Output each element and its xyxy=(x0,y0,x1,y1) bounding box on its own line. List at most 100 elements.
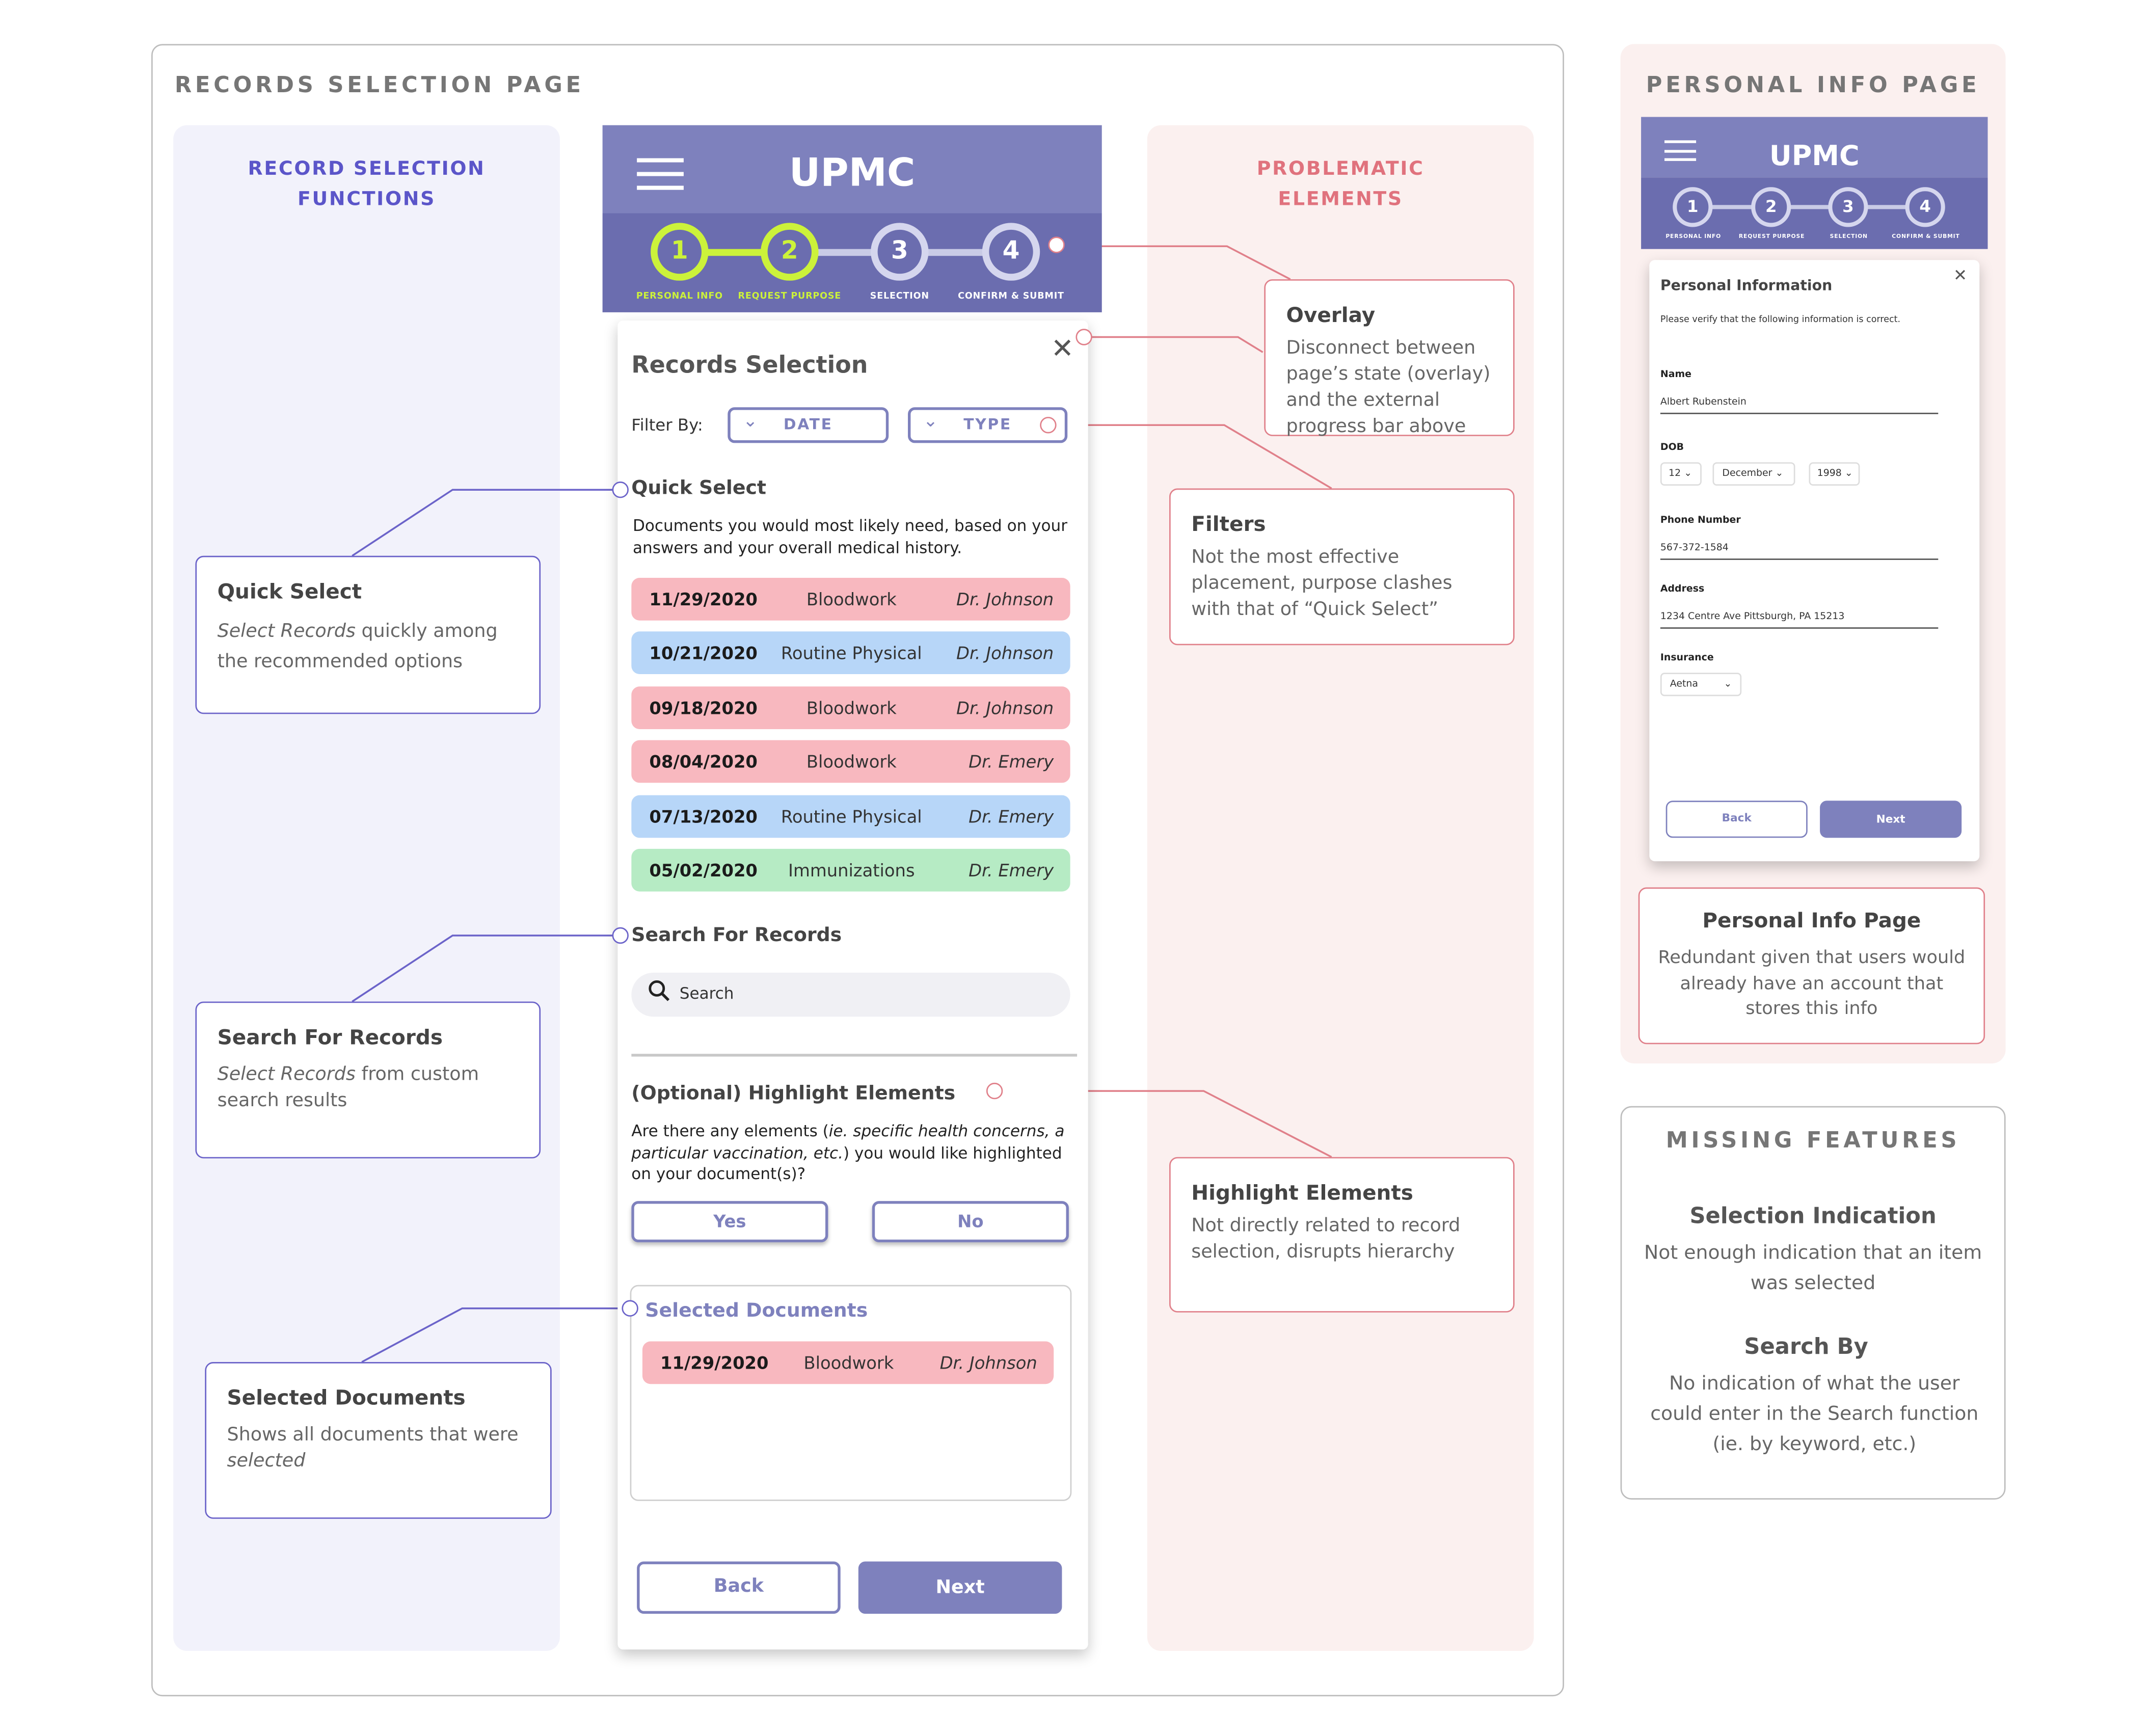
overlay-marker xyxy=(1048,236,1065,253)
search-records-callout: Search For Records Select Records from c… xyxy=(195,1001,541,1159)
brand-logo: UPMC xyxy=(789,150,916,196)
personal-info-callout: Personal Info Page Redundant given that … xyxy=(1638,887,1985,1045)
step-3-circle: 3 xyxy=(871,223,929,281)
personal-subtitle: Please verify that the following informa… xyxy=(1660,313,1901,325)
quick-select-description: Documents you would most likely need, ba… xyxy=(633,516,1067,557)
chevron-down-icon: ⌄ xyxy=(923,411,938,432)
missing-features-title: MISSING FEATURES xyxy=(1665,1127,1960,1153)
highlight-elements-callout: Highlight Elements Not directly related … xyxy=(1169,1157,1515,1313)
record-date: 10/21/2020 xyxy=(649,643,758,664)
functions-column-heading: RECORD SELECTION FUNCTIONS xyxy=(248,158,486,211)
close-marker xyxy=(1076,329,1092,345)
overlay-callout: Overlay Disconnect between page’s state … xyxy=(1264,279,1515,438)
filter-date-label: DATE xyxy=(783,415,833,434)
step-1-circle: 1 xyxy=(651,223,709,281)
hamburger-icon[interactable] xyxy=(637,158,684,190)
insurance-label: Insurance xyxy=(1660,652,1714,663)
filter-type-label: TYPE xyxy=(963,415,1012,434)
next-button[interactable]: Next xyxy=(858,1561,1062,1614)
selected-title: Selected Documents xyxy=(645,1300,868,1322)
filters-callout: Filters Not the most effective placement… xyxy=(1169,488,1515,646)
record-date: 08/04/2020 xyxy=(649,751,758,772)
search-input[interactable]: Search xyxy=(631,972,1070,1017)
name-label: Name xyxy=(1660,368,1691,380)
search-title: Search For Records xyxy=(631,924,842,947)
record-type: Bloodwork xyxy=(806,589,897,610)
close-icon[interactable]: ✕ xyxy=(1051,331,1074,365)
record-row[interactable]: 08/04/2020 Bloodwork Dr. Emery xyxy=(631,740,1070,783)
personal-page-title: PERSONAL INFO PAGE xyxy=(1646,71,1980,98)
personal-step-3-label: SELECTION xyxy=(1830,232,1868,239)
filter-type-dropdown[interactable]: ⌄ TYPE xyxy=(908,407,1068,443)
records-page-title: RECORDS SELECTION PAGE xyxy=(174,71,584,98)
dob-day-select[interactable]: 12 ⌄ xyxy=(1660,462,1702,486)
close-icon[interactable]: ✕ xyxy=(1953,265,1968,285)
no-button[interactable]: No xyxy=(872,1201,1069,1243)
personal-info-sheet xyxy=(1649,260,1980,862)
missing-features-frame xyxy=(1620,1106,2006,1500)
selected-record-row[interactable]: 11/29/2020 Bloodwork Dr. Johnson xyxy=(642,1341,1054,1384)
step-2-circle: 2 xyxy=(761,223,819,281)
personal-step-1: 1 xyxy=(1673,187,1713,227)
record-date: 09/18/2020 xyxy=(649,697,758,718)
missing-feature-1-text: Not enough indication that an item was s… xyxy=(1644,1242,1982,1295)
search-icon xyxy=(648,979,670,1001)
divider xyxy=(631,1054,1078,1056)
missing-feature-1-title: Selection Indication xyxy=(1689,1202,1937,1229)
back-button[interactable]: Back xyxy=(637,1561,841,1614)
step-4-circle: 4 xyxy=(982,223,1040,281)
record-doctor: Dr. Johnson xyxy=(956,697,1054,718)
personal-step-2: 2 xyxy=(1751,187,1791,227)
personal-next-button[interactable]: Next xyxy=(1820,800,1962,838)
highlight-question: Are there any elements (ie. specific hea… xyxy=(631,1121,1065,1184)
selected-documents-panel xyxy=(630,1285,1072,1501)
app-header: UPMC xyxy=(602,125,1102,213)
dob-year-select[interactable]: 1998 ⌄ xyxy=(1809,462,1860,486)
record-date: 11/29/2020 xyxy=(649,589,758,610)
record-type: Routine Physical xyxy=(781,806,922,826)
address-label: Address xyxy=(1660,583,1705,595)
record-type: Bloodwork xyxy=(806,751,897,772)
name-field[interactable]: Albert Rubenstein xyxy=(1660,396,1939,414)
personal-progress-bar: 1 2 3 4 PERSONAL INFO REQUEST PURPOSE SE… xyxy=(1641,177,1988,249)
record-type: Immunizations xyxy=(788,860,915,881)
filters-marker xyxy=(1040,417,1057,434)
record-date: 05/02/2020 xyxy=(649,860,758,881)
insurance-select[interactable]: Aetna⌄ xyxy=(1660,673,1742,697)
yes-button[interactable]: Yes xyxy=(631,1201,828,1243)
filter-date-dropdown[interactable]: ⌄ DATE xyxy=(728,407,889,443)
step-1-label: PERSONAL INFO xyxy=(636,290,723,302)
personal-step-2-label: REQUEST PURPOSE xyxy=(1738,232,1805,239)
missing-feature-2-text: No indication of what the user could ent… xyxy=(1650,1373,1979,1456)
selected-marker xyxy=(622,1300,638,1317)
chevron-down-icon: ⌄ xyxy=(743,411,758,432)
phone-field[interactable]: 567-372-1584 xyxy=(1660,542,1939,560)
personal-step-4-label: CONFIRM & SUBMIT xyxy=(1892,232,1960,239)
step-4-label: CONFIRM & SUBMIT xyxy=(958,290,1064,302)
dob-label: DOB xyxy=(1660,441,1684,453)
problems-column-heading: PROBLEMATIC ELEMENTS xyxy=(1256,158,1425,211)
dob-month-select[interactable]: December ⌄ xyxy=(1712,462,1795,486)
highlight-title: (Optional) Highlight Elements xyxy=(631,1082,956,1105)
address-field[interactable]: 1234 Centre Ave Pittsburgh, PA 15213 xyxy=(1660,611,1939,629)
personal-step-3: 3 xyxy=(1828,187,1868,227)
records-title: Records Selection xyxy=(631,352,868,380)
quick-select-callout: Quick Select Select Records quickly amon… xyxy=(195,555,541,714)
personal-back-button[interactable]: Back xyxy=(1665,800,1808,838)
record-doctor: Dr. Emery xyxy=(969,751,1054,772)
missing-feature-2-title: Search By xyxy=(1744,1333,1868,1359)
personal-step-1-label: PERSONAL INFO xyxy=(1665,232,1722,239)
hamburger-icon[interactable] xyxy=(1664,140,1697,161)
filter-label: Filter By: xyxy=(631,415,703,435)
personal-step-4: 4 xyxy=(1905,187,1945,227)
search-placeholder: Search xyxy=(679,983,734,1003)
quick-select-marker xyxy=(612,482,629,498)
personal-app-header: UPMC xyxy=(1641,117,1988,178)
quick-select-title: Quick Select xyxy=(631,477,766,500)
